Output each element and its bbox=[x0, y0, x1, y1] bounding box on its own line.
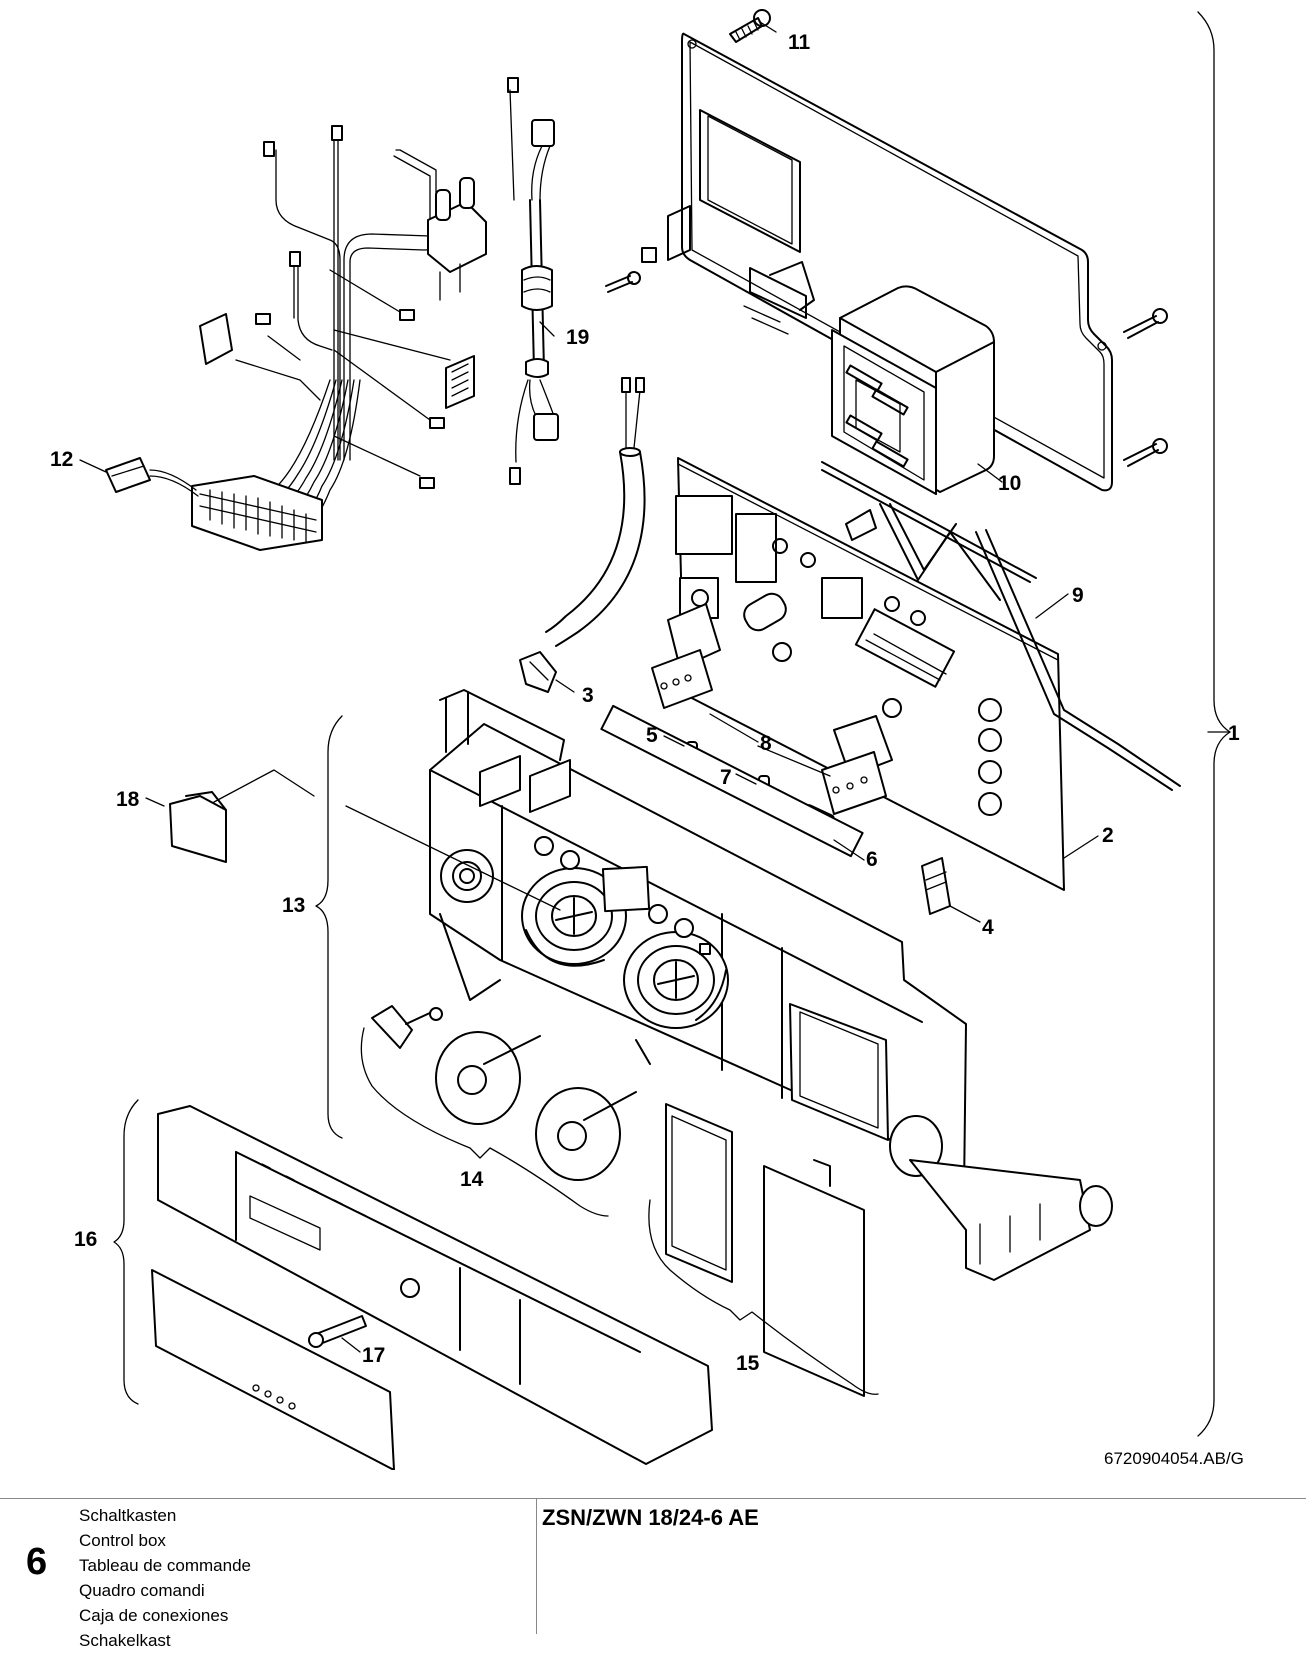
screw-11-icon bbox=[729, 9, 771, 43]
title-english: Control box bbox=[79, 1531, 166, 1550]
callout-15: 15 bbox=[736, 1352, 760, 1375]
title-french: Tableau de commande bbox=[79, 1556, 252, 1575]
callout-3: 3 bbox=[582, 684, 594, 707]
title-list: Schaltkasten Control box Tableau de comm… bbox=[79, 1503, 251, 1653]
title-german: Schaltkasten bbox=[79, 1506, 177, 1525]
document-reference: 6720904054.AB/G bbox=[1104, 1449, 1244, 1468]
screw-17-icon bbox=[308, 1315, 367, 1348]
callout-8: 8 bbox=[760, 732, 772, 755]
mounting-plate bbox=[641, 32, 1113, 492]
transformer-10 bbox=[831, 285, 995, 495]
title-dutch: Schakelkast bbox=[79, 1631, 171, 1650]
title-spanish: Caja de conexiones bbox=[79, 1606, 229, 1625]
callout-17: 17 bbox=[362, 1344, 385, 1367]
callout-9: 9 bbox=[1072, 584, 1084, 607]
footer: 6 Schaltkasten Control box Tableau de co… bbox=[0, 1498, 1306, 1650]
exploded-parts-diagram: 11 12 19 10 9 3 5 8 7 18 2 6 13 4 1 14 1… bbox=[50, 9, 1240, 1470]
covers-15 bbox=[665, 1103, 865, 1397]
cable-19 bbox=[509, 89, 559, 485]
ignition-cable-3 bbox=[519, 377, 646, 693]
callout-labels: 11 12 19 10 9 3 5 8 7 18 2 6 13 4 1 14 1… bbox=[50, 31, 1240, 1375]
callout-19: 19 bbox=[566, 326, 589, 349]
callout-7: 7 bbox=[720, 766, 732, 789]
knobs-14 bbox=[371, 1005, 637, 1181]
footer-divider bbox=[536, 1499, 537, 1634]
callout-5: 5 bbox=[646, 724, 658, 747]
callout-4: 4 bbox=[982, 916, 994, 939]
callout-16: 16 bbox=[74, 1228, 97, 1251]
callout-10: 10 bbox=[998, 472, 1021, 495]
callout-11: 11 bbox=[788, 31, 811, 54]
callout-14: 14 bbox=[460, 1168, 484, 1191]
title-italian: Quadro comandi bbox=[79, 1581, 205, 1600]
callout-13: 13 bbox=[282, 894, 305, 917]
callout-2: 2 bbox=[1102, 824, 1114, 847]
wiring-harness-12 bbox=[105, 77, 519, 551]
pcb-2 bbox=[651, 457, 1181, 891]
callout-6: 6 bbox=[866, 848, 878, 871]
model-name: ZSN/ZWN 18/24-6 AE bbox=[542, 1505, 759, 1530]
callout-12: 12 bbox=[50, 448, 73, 471]
section-number: 6 bbox=[26, 1541, 48, 1583]
callout-18: 18 bbox=[116, 788, 140, 811]
cap-18 bbox=[169, 769, 315, 863]
front-cover-16 bbox=[151, 1105, 713, 1470]
plate-screws-icon bbox=[605, 271, 1168, 467]
control-panel-housing-13 bbox=[429, 689, 1113, 1281]
callout-1: 1 bbox=[1228, 722, 1240, 745]
leader-lines bbox=[79, 21, 1231, 1353]
